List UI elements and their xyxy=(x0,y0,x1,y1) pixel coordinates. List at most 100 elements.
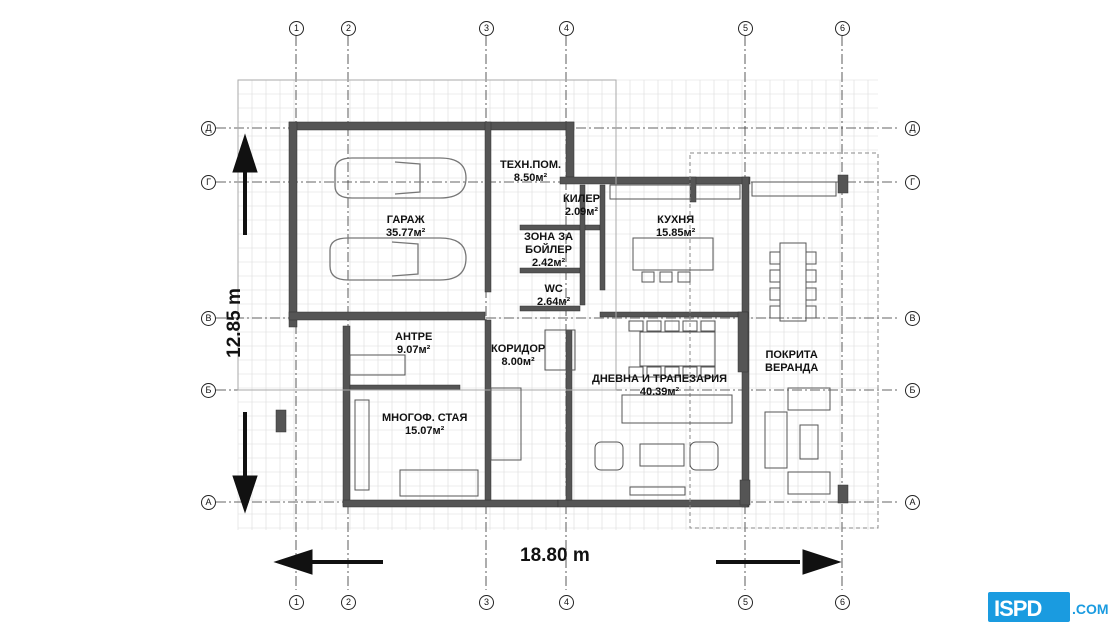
wall-segment xyxy=(519,224,601,231)
axis-bubble-left: А xyxy=(201,495,216,510)
column xyxy=(739,479,751,506)
axis-bubble-top: 4 xyxy=(559,21,574,36)
room-name-line-2: БОЙЛЕР xyxy=(525,244,572,256)
wall-segment xyxy=(349,384,461,391)
chair xyxy=(805,305,817,319)
site-logo: ISPD .COM xyxy=(988,589,1120,627)
chair xyxy=(646,366,662,378)
room-label-living: ДНЕВНА И ТРАПЕЗАРИЯ 40.39м² xyxy=(592,373,727,399)
wall-segment xyxy=(565,121,575,178)
chair xyxy=(769,251,781,265)
chair xyxy=(700,320,716,332)
chair xyxy=(805,287,817,301)
room-label-corridor: КОРИДОР 8.00м² xyxy=(491,343,545,369)
chair xyxy=(682,366,698,378)
room-name-line-1: ЗОНА ЗА xyxy=(524,231,574,243)
dimension-arrows xyxy=(232,133,842,575)
car-2-windshield xyxy=(391,241,419,277)
veranda-sofa-2 xyxy=(764,411,788,469)
width-dimension: 18.80 m xyxy=(520,545,590,566)
wall-segment xyxy=(288,311,486,321)
chair xyxy=(664,320,680,332)
bed-shelf xyxy=(544,329,576,371)
wall-segment xyxy=(559,176,751,185)
paving-grid xyxy=(237,79,878,530)
wall-segment xyxy=(689,176,697,203)
axis-bubble-top: 5 xyxy=(738,21,753,36)
room-area: 15.07м² xyxy=(405,425,445,437)
room-area: 2.42м² xyxy=(531,257,566,269)
wall-segment xyxy=(599,184,606,291)
room-area: 40.39м² xyxy=(639,386,680,398)
axis-bubble-right: Б xyxy=(905,383,920,398)
axis-bubble-bottom: 4 xyxy=(559,595,574,610)
axis-bubble-left: Д xyxy=(201,121,216,136)
column xyxy=(837,174,849,194)
room-label-tech: ТЕХН.ПОМ. 8.50м² xyxy=(500,159,561,185)
depth-dimension: 12.85 m xyxy=(223,288,245,358)
room-label-kitchen: КУХНЯ 15.85м² xyxy=(656,214,695,240)
axis-bubble-left: Б xyxy=(201,383,216,398)
walls xyxy=(275,121,849,508)
chair xyxy=(646,320,662,332)
axis-bubble-top: 2 xyxy=(341,21,356,36)
column xyxy=(275,409,287,433)
room-name-line-2: ВЕРАНДА xyxy=(765,362,819,374)
axis-bubble-right: Г xyxy=(905,175,920,190)
axis-bubble-right: Д xyxy=(905,121,920,136)
wall-segment xyxy=(288,121,298,328)
room-label-multi: МНОГОФ. СТАЯ 15.07м² xyxy=(382,412,467,438)
room-name: ГАРАЖ xyxy=(386,214,425,226)
room-name: АНТРЕ xyxy=(395,331,433,343)
axis-bubble-bottom: 2 xyxy=(341,595,356,610)
chair xyxy=(769,269,781,283)
axis-bubble-top: 6 xyxy=(835,21,850,36)
room-area: 15.85м² xyxy=(656,227,696,239)
room-name: КУХНЯ xyxy=(657,214,695,226)
room-area: 35.77м² xyxy=(386,227,426,239)
wall-segment xyxy=(579,184,586,306)
armchair-1 xyxy=(594,441,624,471)
veranda-grill xyxy=(751,181,837,197)
wall-segment xyxy=(484,121,492,293)
chair xyxy=(664,366,680,378)
room-area: 2.09м² xyxy=(564,206,599,218)
room-name: ТЕХН.ПОМ. xyxy=(500,159,562,171)
axis-bubble-bottom: 1 xyxy=(289,595,304,610)
chair xyxy=(805,269,817,283)
multi-room-sofa xyxy=(399,469,479,497)
room-area: 9.07м² xyxy=(397,344,431,356)
wall-segment xyxy=(557,499,749,508)
axis-bubble-right: В xyxy=(905,311,920,326)
car-1 xyxy=(334,157,467,199)
armchair-2 xyxy=(689,441,719,471)
room-area: 8.50м² xyxy=(513,172,548,184)
axis-bubble-bottom: 6 xyxy=(835,595,850,610)
wardrobe xyxy=(349,354,406,376)
wall-segment xyxy=(342,499,559,508)
stairs xyxy=(490,387,522,461)
room-area: 2.64м² xyxy=(537,296,571,308)
room-area: 8.00м² xyxy=(501,356,535,368)
column xyxy=(737,311,749,373)
sofa xyxy=(621,394,733,424)
chair xyxy=(700,366,716,378)
veranda-coffee xyxy=(799,424,819,460)
stool xyxy=(677,271,691,283)
coffee-table xyxy=(639,443,685,467)
axis-bubble-left: Г xyxy=(201,175,216,190)
room-label-wc: WC 2.64м² xyxy=(537,283,570,309)
car-1-windshield xyxy=(394,161,421,195)
wall-segment xyxy=(519,305,581,312)
kitchen-island xyxy=(632,237,714,271)
stool xyxy=(659,271,673,283)
terrace-outline xyxy=(237,79,617,391)
veranda-sofa-1 xyxy=(787,387,831,411)
chair xyxy=(628,320,644,332)
room-name: КИЛЕР xyxy=(563,193,601,205)
logo-box: ISPD xyxy=(988,592,1070,622)
chair xyxy=(682,320,698,332)
dining-chairs xyxy=(628,251,817,378)
room-label-garage: ГАРАЖ 35.77м² xyxy=(386,214,425,240)
